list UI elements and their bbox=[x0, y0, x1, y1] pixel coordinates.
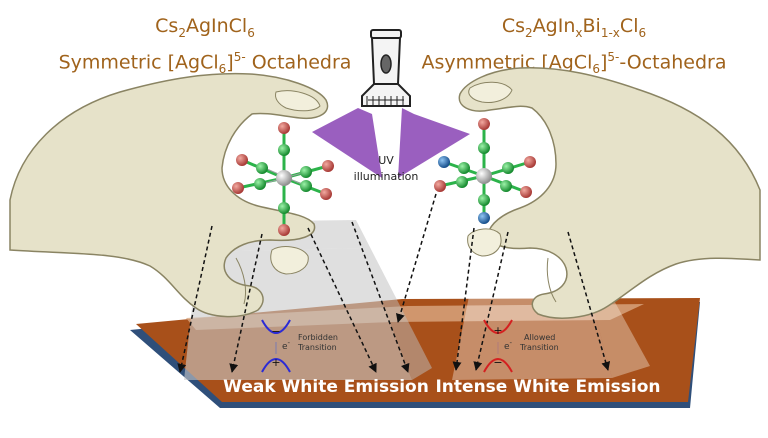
uv-label-line1: UV bbox=[378, 154, 394, 167]
bismuth-atom bbox=[478, 212, 490, 224]
bond-atom bbox=[458, 162, 470, 174]
arrow bbox=[229, 233, 263, 373]
weak-emission-label: Weak White Emission bbox=[223, 377, 429, 397]
left-title: Cs2AgInCl6 Symmetric [AgCl6]5- Octahedra bbox=[40, 14, 370, 81]
bond-atom bbox=[502, 162, 514, 174]
right-finger-nail bbox=[467, 228, 502, 257]
right-electron-label: e- bbox=[504, 339, 513, 352]
uv-label-line2: illumination bbox=[354, 170, 419, 183]
chlorine-atom bbox=[278, 122, 290, 134]
right-band-diagram: + − e- Allowed Transition bbox=[483, 319, 559, 373]
flashlight-icon bbox=[361, 29, 411, 107]
left-conduction-band bbox=[261, 319, 291, 334]
right-transition-line1: Allowed bbox=[524, 333, 555, 342]
left-prism-right bbox=[356, 220, 432, 380]
chlorine-atom bbox=[524, 156, 536, 168]
bond-atom bbox=[300, 166, 312, 178]
left-band-diagram: + − e- Forbidden Transition bbox=[261, 319, 338, 373]
arrow bbox=[395, 193, 437, 323]
left-minus-sign: − bbox=[271, 325, 280, 338]
right-transition-line2: Transition bbox=[519, 343, 559, 352]
arrow bbox=[351, 221, 410, 373]
right-hand bbox=[458, 66, 761, 319]
arrow bbox=[473, 231, 509, 371]
arrow bbox=[177, 225, 213, 373]
bond-atom bbox=[456, 176, 468, 188]
right-knuckle-line bbox=[546, 257, 557, 303]
chlorine-atom bbox=[434, 180, 446, 192]
light-path-arrows bbox=[177, 193, 611, 373]
flashlight-cap bbox=[370, 29, 402, 39]
chlorine-atom bbox=[520, 186, 532, 198]
left-knuckle-line bbox=[235, 257, 247, 305]
right-valence-band bbox=[483, 358, 513, 373]
right-palm bbox=[458, 66, 761, 319]
bond-atom bbox=[278, 144, 290, 156]
right-plus-sign: + bbox=[493, 324, 502, 337]
left-hand bbox=[9, 72, 329, 318]
right-octahedra-label: Asymmetric [AgCl6]5--Octahedra bbox=[421, 49, 727, 76]
silver-atom bbox=[276, 170, 292, 186]
right-conduction-band bbox=[483, 319, 513, 334]
left-electron-label: e- bbox=[282, 339, 291, 352]
chlorine-atom bbox=[236, 154, 248, 166]
uv-beam-right bbox=[398, 108, 470, 178]
bismuth-atom bbox=[438, 156, 450, 168]
chlorine-atom bbox=[322, 160, 334, 172]
intense-emission-label: Intense White Emission bbox=[435, 377, 660, 397]
right-minus-sign: − bbox=[493, 356, 502, 369]
chlorine-atom bbox=[232, 182, 244, 194]
uv-beam-left bbox=[312, 108, 382, 178]
left-finger-nail bbox=[270, 246, 309, 275]
chlorine-atom bbox=[478, 118, 490, 130]
left-transition-line2: Transition bbox=[297, 343, 337, 352]
chlorine-atom bbox=[278, 224, 290, 236]
bond-atom bbox=[478, 194, 490, 206]
left-octahedra-label: Symmetric [AgCl6]5- Octahedra bbox=[58, 49, 352, 76]
left-formula: Cs2AgInCl6 bbox=[155, 15, 255, 40]
bond-atom bbox=[254, 178, 266, 190]
bond-atom bbox=[278, 202, 290, 214]
left-palm bbox=[9, 72, 329, 318]
right-thumb-nail bbox=[468, 81, 513, 103]
left-prism-front bbox=[184, 248, 412, 380]
flashlight-button bbox=[380, 54, 392, 74]
arrow bbox=[307, 227, 377, 373]
chlorine-atom bbox=[320, 188, 332, 200]
bond-atom bbox=[500, 180, 512, 192]
left-octahedron-molecule bbox=[232, 122, 334, 236]
left-valence-band bbox=[261, 358, 291, 373]
arrow bbox=[567, 231, 611, 371]
bond-atom bbox=[478, 142, 490, 154]
left-plus-sign: + bbox=[271, 356, 280, 369]
right-title: Cs2AgInxBi1-xCl6 Asymmetric [AgCl6]5--Oc… bbox=[404, 14, 744, 81]
bond-atom bbox=[300, 180, 312, 192]
left-transition-line1: Forbidden bbox=[298, 333, 338, 342]
right-octahedron-molecule bbox=[434, 118, 536, 224]
bond-atom bbox=[256, 162, 268, 174]
left-thumb-nail bbox=[275, 90, 321, 112]
arrow bbox=[452, 227, 475, 371]
flashlight-grip-lines bbox=[366, 96, 404, 106]
silver-atom bbox=[476, 168, 492, 184]
right-formula: Cs2AgInxBi1-xCl6 bbox=[501, 15, 647, 40]
